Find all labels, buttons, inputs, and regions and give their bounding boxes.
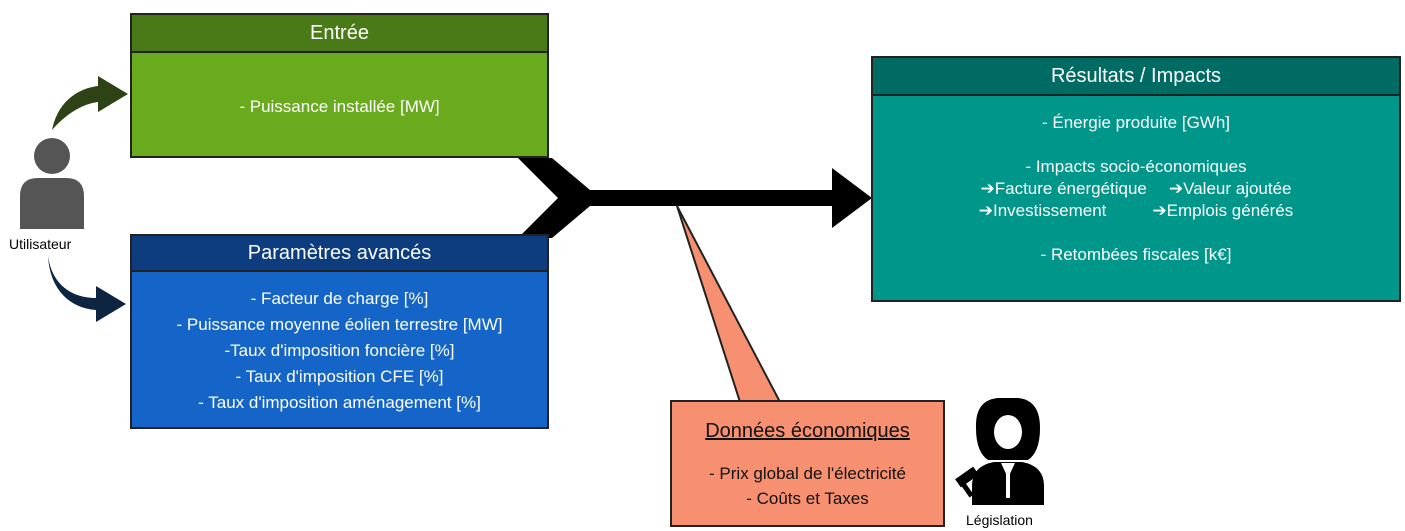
results-body: - Énergie produite [GWh] - Impacts socio…: [873, 96, 1399, 266]
user-label: Utilisateur: [9, 236, 72, 252]
param-item: -Taux d'imposition foncière [%]: [224, 341, 455, 360]
param-item: - Taux d'imposition aménagement [%]: [198, 393, 481, 412]
advanced-params-body: - Facteur de charge [%] - Puissance moye…: [132, 272, 547, 416]
result-impacts: - Impacts socio-économiques: [1025, 157, 1247, 176]
param-item: - Taux d'imposition CFE [%]: [235, 367, 444, 386]
judge-icon: [955, 398, 1044, 505]
advanced-params-title: Paramètres avancés: [132, 236, 547, 272]
result-fiscal: - Retombées fiscales [k€]: [1040, 245, 1232, 264]
input-item: - Puissance installée [MW]: [239, 97, 440, 116]
input-box-title: Entrée: [132, 15, 547, 53]
economic-item: - Coûts et Taxes: [746, 489, 869, 508]
economic-item: - Prix global de l'électricité: [709, 464, 906, 483]
param-item: - Facteur de charge [%]: [250, 289, 429, 308]
economic-data-title: Données économiques: [705, 420, 910, 442]
legislation-label: Législation: [966, 512, 1033, 528]
result-sub-item: ➔Emplois générés: [1152, 201, 1294, 220]
result-sub-item: ➔Valeur ajoutée: [1168, 179, 1292, 198]
param-item: - Puissance moyenne éolien terrestre [MW…: [176, 315, 503, 334]
results-title: Résultats / Impacts: [873, 58, 1399, 96]
user-icon: [20, 138, 84, 229]
economic-data-box: Données économiques - Prix global de l'é…: [670, 400, 945, 527]
economic-data-body: - Prix global de l'électricité - Coûts e…: [672, 461, 943, 511]
results-box: Résultats / Impacts - Énergie produite […: [871, 56, 1401, 302]
result-sub-item: ➔Investissement: [978, 201, 1107, 220]
callout-pointer: [676, 205, 782, 403]
result-sub-item: ➔Facture énergétique: [980, 179, 1147, 198]
input-box: Entrée - Puissance installée [MW]: [130, 13, 549, 158]
input-box-body: - Puissance installée [MW]: [132, 53, 547, 119]
advanced-params-box: Paramètres avancés - Facteur de charge […: [130, 234, 549, 429]
curved-arrow-icon: [48, 256, 126, 322]
merge-arrow: [518, 158, 872, 238]
result-energy: - Énergie produite [GWh]: [1041, 113, 1231, 132]
curved-arrow-icon: [52, 76, 128, 130]
